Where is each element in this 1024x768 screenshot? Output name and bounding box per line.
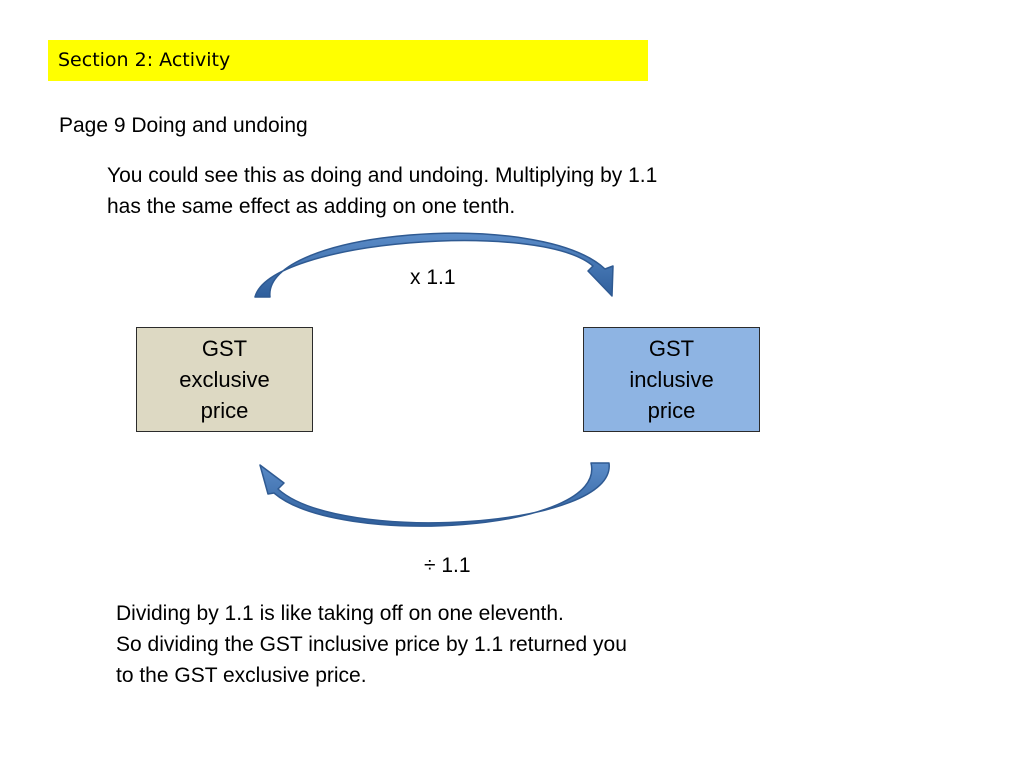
page-heading: Page 9 Doing and undoing bbox=[59, 114, 308, 137]
right-box-line-3: price bbox=[647, 398, 696, 423]
intro-line-2: has the same effect as adding on one ten… bbox=[107, 195, 516, 218]
left-box-line-1: GST bbox=[201, 336, 248, 361]
right-box-line-2: inclusive bbox=[629, 367, 714, 392]
divide-operation-label: ÷ 1.1 bbox=[424, 554, 471, 577]
gst-inclusive-price-box: GST inclusive price bbox=[583, 327, 760, 432]
left-box-line-3: price bbox=[200, 398, 249, 423]
right-box-line-1: GST bbox=[648, 336, 695, 361]
curved-arrow-right-icon bbox=[254, 232, 614, 298]
section-title: Section 2: Activity bbox=[58, 49, 231, 71]
outro-paragraph: Dividing by 1.1 is like taking off on on… bbox=[116, 598, 836, 691]
gst-exclusive-price-box: GST exclusive price bbox=[136, 327, 313, 432]
outro-line-3: to the GST exclusive price. bbox=[116, 664, 367, 687]
intro-paragraph: You could see this as doing and undoing.… bbox=[107, 160, 807, 222]
left-box-line-2: exclusive bbox=[179, 367, 270, 392]
outro-line-2: So dividing the GST inclusive price by 1… bbox=[116, 633, 627, 656]
intro-line-1: You could see this as doing and undoing.… bbox=[107, 164, 658, 187]
curved-arrow-left-icon bbox=[259, 462, 610, 527]
outro-line-1: Dividing by 1.1 is like taking off on on… bbox=[116, 602, 564, 625]
multiply-operation-label: x 1.1 bbox=[410, 266, 456, 289]
section-banner: Section 2: Activity bbox=[48, 40, 648, 81]
